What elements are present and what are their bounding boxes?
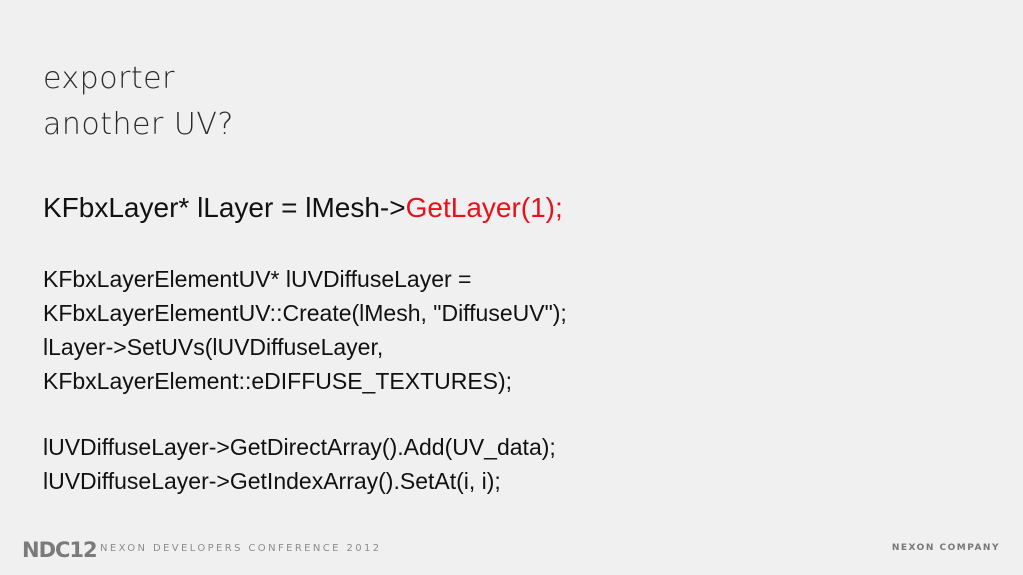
slide-footer: NDC12 NEXON DEVELOPERS CONFERENCE 2012 N…: [0, 530, 1023, 570]
code-line: lUVDiffuseLayer->GetIndexArray().SetAt(i…: [43, 468, 501, 494]
code-line: lUVDiffuseLayer->GetDirectArray().Add(UV…: [43, 434, 556, 460]
code-line: KFbxLayerElement::eDIFFUSE_TEXTURES);: [43, 368, 513, 394]
highlight-prefix: KFbxLayer* lLayer = lMesh->: [43, 192, 406, 223]
code-line: KFbxLayerElementUV::Create(lMesh, "Diffu…: [43, 300, 567, 326]
title-line-2: another UV?: [43, 107, 234, 142]
code-spacer: [43, 398, 567, 430]
code-line: lLayer->SetUVs(lUVDiffuseLayer,: [43, 334, 384, 360]
conference-name: NEXON DEVELOPERS CONFERENCE 2012: [100, 543, 382, 554]
title-line-1: exporter: [43, 61, 175, 96]
code-block: KFbxLayerElementUV* lUVDiffuseLayer = KF…: [43, 262, 567, 498]
highlighted-code-line: KFbxLayer* lLayer = lMesh->GetLayer(1);: [43, 190, 563, 226]
highlight-accent: GetLayer(1);: [405, 192, 563, 223]
code-line: KFbxLayerElementUV* lUVDiffuseLayer =: [43, 266, 472, 292]
slide-title: exporter another UV?: [43, 56, 234, 148]
ndc-logo: NDC12: [22, 538, 98, 562]
company-name: NEXON COMPANY: [891, 543, 1000, 553]
